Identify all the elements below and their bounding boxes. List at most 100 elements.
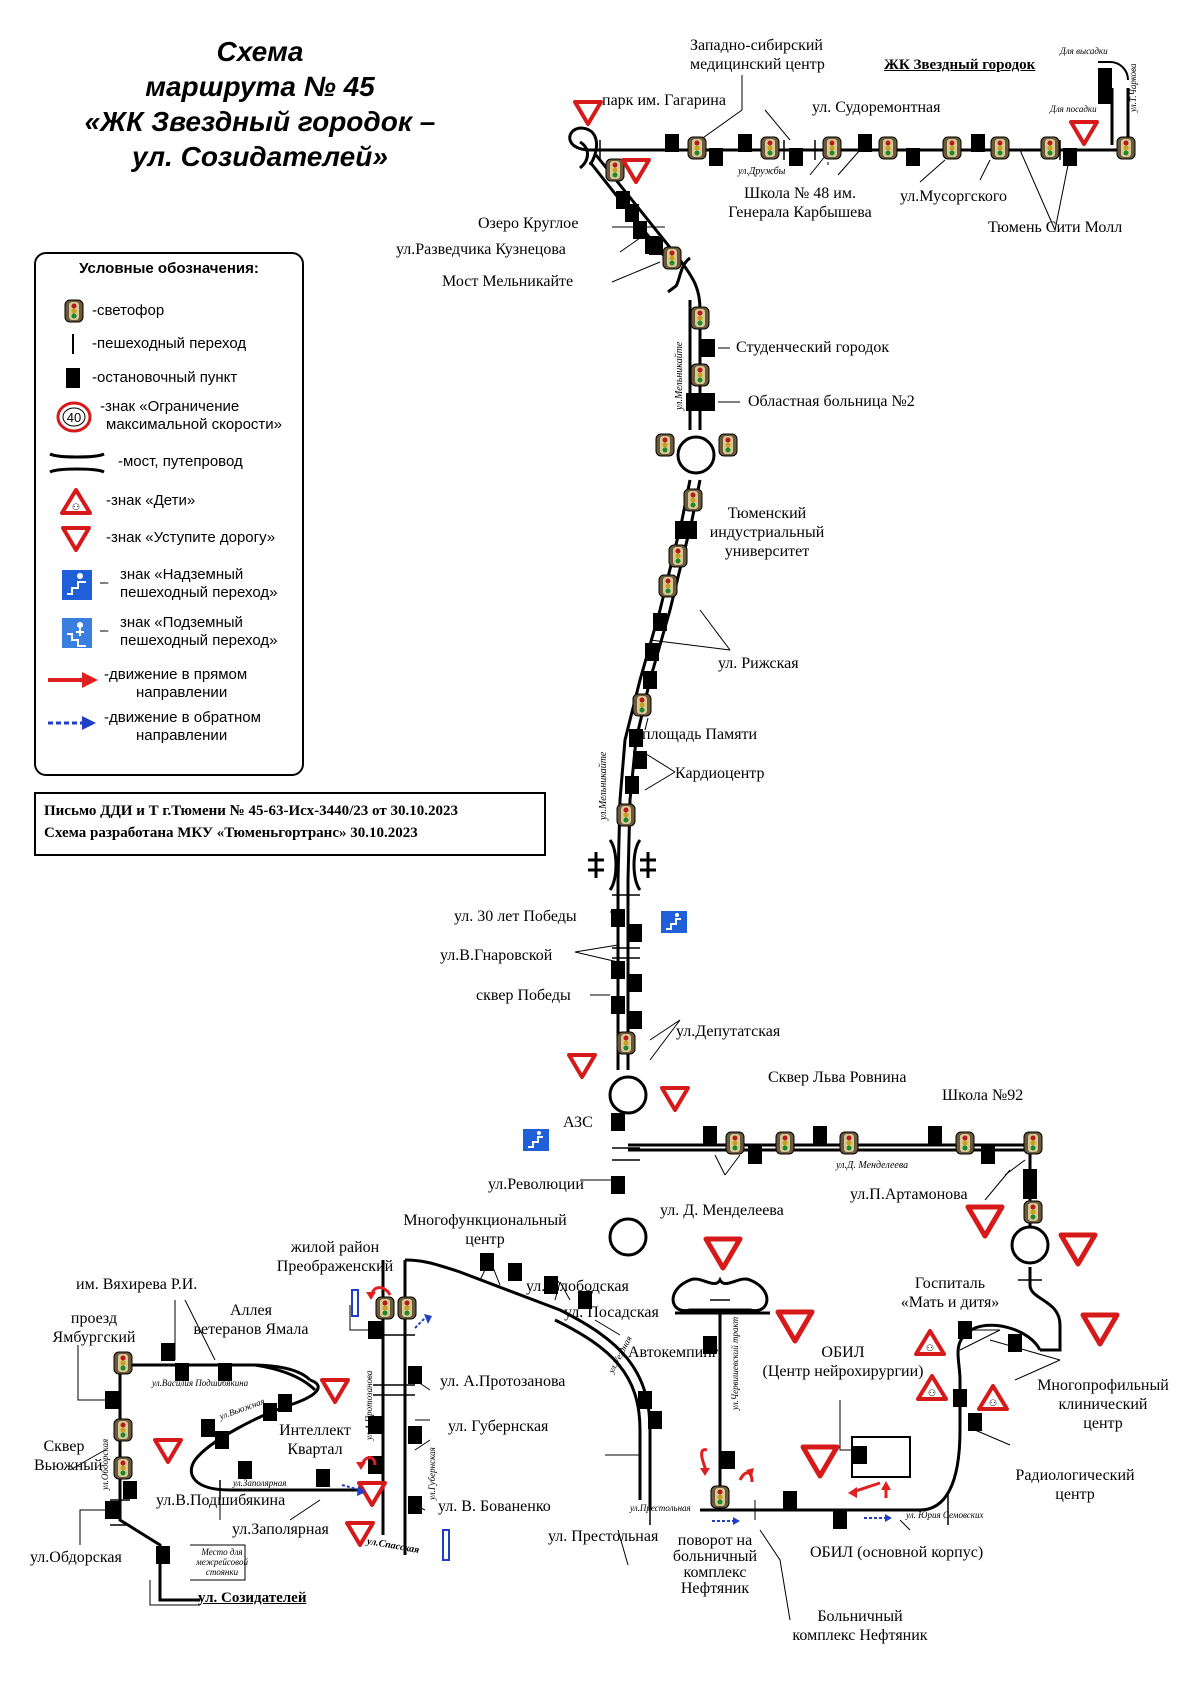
label-line: ОБИЛ	[821, 1344, 865, 1361]
label-line: межрейсовой	[196, 1557, 248, 1567]
children-sign-icon	[60, 488, 92, 515]
approval-note: Письмо ДДИ и Т г.Тюмени № 45-63-Исх-3440…	[34, 792, 546, 856]
legend-label: максимальной скорости»	[106, 416, 283, 433]
label-gubernskaya-small: ул.Губернская	[427, 1447, 437, 1500]
label-line: Генерала Карбышева	[728, 204, 872, 221]
label-mnogoprof: Многопрофильный клинический центр	[1028, 1376, 1178, 1433]
traffic-light-icon	[64, 299, 84, 323]
speed-limit-value: 40	[67, 410, 81, 425]
label-line: стоянки	[205, 1567, 239, 1577]
label-line: Тюменский	[727, 505, 807, 522]
forward-arrow-icon	[48, 672, 98, 688]
label-azs: АЗС	[563, 1114, 593, 1131]
label-pamyati: площадь Памяти	[642, 726, 758, 743]
bridge-icons	[578, 140, 691, 891]
label-line: Многопрофильный	[1037, 1377, 1169, 1394]
label-protozanova: ул. А.Протозанова	[440, 1373, 566, 1390]
label-obdorskaya-small: ул.Обдорская	[100, 1438, 110, 1490]
label-vyakhireva: им. Вяхирева Р.И.	[76, 1276, 198, 1293]
label-deputatskaya: ул.Депутатская	[676, 1023, 781, 1040]
label-line: Вьюжный	[34, 1457, 103, 1474]
label-avtokemping: Автокемпинг	[628, 1344, 719, 1361]
label-yamburgsky: проезд Ямбургский	[44, 1309, 144, 1347]
street-charkova-label: ул.Т.Чаркова	[1128, 63, 1138, 112]
title-line-3: «ЖК Звездный городок –	[84, 106, 436, 137]
label-line: жилой район	[290, 1239, 380, 1256]
label-line: Интеллект	[279, 1422, 351, 1439]
approval-line-1: Письмо ДДИ и Т г.Тюмени № 45-63-Исх-3440…	[44, 803, 458, 819]
reverse-arrow-icon	[48, 716, 96, 730]
pedestrian-crossing-icon	[72, 334, 74, 354]
label-gospital: Госпиталь «Мать и дитя»	[890, 1274, 1010, 1312]
label-line: Школа № 48 им.	[744, 185, 856, 202]
label-cherv-proezd: ул.Червишевский тракт	[730, 1316, 740, 1410]
label-protozanova-small: ул.А.Протозанова	[364, 1370, 374, 1440]
legend-label: -остановочный пункт	[92, 369, 238, 386]
label-mfc: Многофункциональный центр	[390, 1211, 580, 1249]
legend-label: направлении	[136, 727, 228, 744]
label-zapolyarnaya: ул.Заполярная	[232, 1521, 329, 1538]
label-line: Квартал	[287, 1441, 343, 1458]
legend-label: -пешеходный переход	[92, 335, 247, 352]
legend-label: направлении	[136, 684, 228, 701]
label-bovanenko: ул. В. Бованенко	[438, 1498, 551, 1515]
label-line: индустриальный	[709, 524, 825, 541]
roundabouts	[608, 435, 1050, 1265]
route-line-north	[118, 88, 1130, 1602]
label-line: Больничный	[817, 1608, 903, 1625]
label-sudoremontnaya: ул. Судоремонтная	[812, 99, 941, 116]
title-line-2: маршрута № 45	[145, 71, 375, 102]
label-skver-pobedy: сквер Победы	[476, 987, 571, 1004]
label-line: Аллея	[230, 1302, 272, 1319]
approval-line-2: Схема разработана МКУ «Тюменьгортранс» 3…	[44, 825, 418, 841]
legend-label: -движение в обратном	[104, 709, 261, 726]
label-line: центр	[1083, 1415, 1123, 1432]
label-line: Госпиталь	[914, 1275, 986, 1292]
legend-label: пешеходный переход»	[120, 584, 278, 601]
terminus-end-label: ул. Созидателей	[198, 1590, 307, 1606]
label-obdorskaya: ул.Обдорская	[30, 1549, 122, 1566]
label-line: Радиологический	[1015, 1467, 1135, 1484]
label-line: медицинский центр	[690, 56, 825, 73]
label-melnikaite-2: ул.Мельникайте	[598, 751, 609, 820]
label-rizhskaya: ул. Рижская	[718, 655, 799, 672]
label-melnikaite-1: ул.Мельникайте	[674, 341, 685, 410]
legend: Условные обозначения: -светофор -пешеход…	[34, 252, 304, 776]
boarding-label: Для посадки	[1050, 104, 1097, 114]
direction-arrows	[341, 1286, 893, 1526]
label-prestolnaya-small: ул.Престольная	[630, 1503, 691, 1513]
sign-post	[442, 1529, 450, 1561]
label-gubernskaya: ул. Губернская	[448, 1418, 549, 1435]
legend-label: знак «Подземный	[120, 614, 243, 631]
label-ozero: Озеро Круглое	[478, 215, 579, 232]
label-line: больничный	[672, 1548, 758, 1565]
label-musorgskogo: ул.Мусоргского	[900, 188, 1007, 205]
label-vasiliya-podshibyakina: ул.Василия Подшибякина	[152, 1378, 249, 1388]
map-title: Схема маршрута № 45 «ЖК Звездный городок…	[40, 34, 480, 174]
legend-label: -знак «Ограничение	[100, 398, 240, 415]
label-line: поворот на	[677, 1532, 753, 1549]
yield-sign-icon	[61, 526, 91, 552]
bus-stop-icon	[66, 368, 80, 388]
label-gnarovskoy: ул.В.Гнаровской	[440, 947, 553, 964]
label-school48: Школа № 48 им. Генерала Карбышева	[710, 184, 890, 222]
legend-label: знак «Надземный	[120, 566, 244, 583]
label-hospital2: Областная больница №2	[748, 393, 915, 410]
label-line: Нефтяник	[680, 1580, 750, 1597]
label-line: комплекс Нефтяник	[792, 1627, 928, 1644]
label-pobedy30: ул. 30 лет Победы	[454, 908, 577, 925]
label-skver-rovnina: Сквер Льва Ровнина	[768, 1069, 907, 1086]
label-radio: Радиологический центр	[1000, 1466, 1150, 1504]
legend-label: пешеходный переход»	[120, 632, 278, 649]
label-obil: ОБИЛ (Центр нейрохирургии)	[748, 1343, 938, 1381]
label-line: ветеранов Ямала	[193, 1321, 309, 1338]
title-line-4: ул. Созидателей»	[132, 141, 388, 172]
label-yuriya-semov: ул. Юрия Семовских	[906, 1510, 984, 1520]
label-mendeleeva-small: ул.Д. Менделеева	[836, 1160, 909, 1171]
label-line: Преображенский	[276, 1258, 394, 1275]
legend-label: -движение в прямом	[104, 666, 248, 683]
label-most: Мост Мельникайте	[442, 273, 574, 290]
label-school92: Школа №92	[942, 1087, 1024, 1104]
label-line: Место для	[201, 1547, 243, 1557]
underpass-sign-icon	[62, 618, 92, 648]
